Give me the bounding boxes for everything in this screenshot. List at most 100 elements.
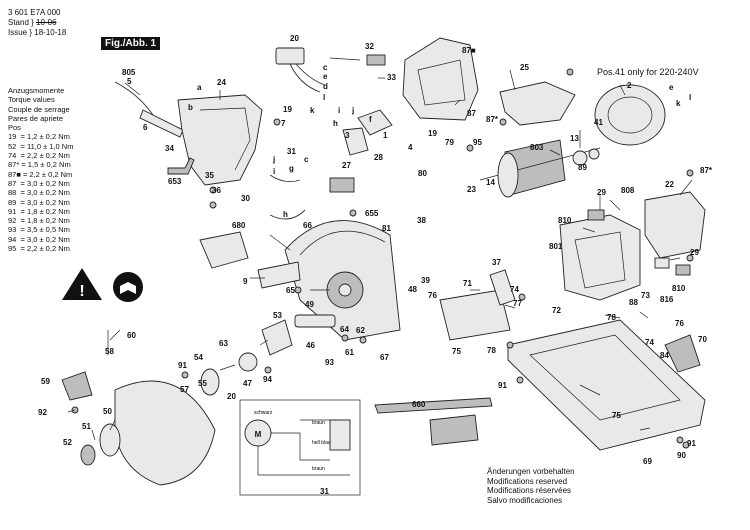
part-label: h bbox=[333, 119, 338, 128]
torque-title-fr: Couple de serrage bbox=[8, 104, 70, 114]
part-label: e bbox=[669, 83, 674, 92]
switch-module bbox=[329, 177, 355, 193]
part-label: 5 bbox=[127, 77, 132, 86]
motor-housing-ring bbox=[594, 84, 666, 146]
switch-trigger bbox=[357, 109, 393, 136]
part-label: 9 bbox=[243, 277, 248, 286]
part-label: 81 bbox=[382, 224, 391, 233]
part-label: l bbox=[323, 93, 325, 102]
parallel-guide-bar bbox=[374, 397, 493, 414]
sealing-ring bbox=[200, 368, 220, 396]
torque-title-es: Pares de apriete bbox=[8, 113, 64, 123]
carbon-brush-2 bbox=[675, 264, 691, 276]
part-label: 61 bbox=[345, 348, 354, 357]
footer-notes: Änderungen vorbehalten Modifications res… bbox=[487, 467, 575, 505]
part-label: 52 bbox=[63, 438, 72, 447]
part-label: 94 bbox=[263, 375, 272, 384]
part-label: 69 bbox=[643, 457, 652, 466]
part-label: l bbox=[689, 93, 691, 102]
part-label: 20 bbox=[227, 392, 236, 401]
part-label: 28 bbox=[374, 153, 383, 162]
field-stator bbox=[559, 214, 641, 301]
part-label: i bbox=[338, 106, 340, 115]
part-label: e bbox=[323, 72, 328, 81]
part-label: i bbox=[273, 167, 275, 176]
part-label: j bbox=[351, 106, 354, 115]
part-label: 87■ bbox=[462, 46, 476, 55]
stand-label: Stand bbox=[8, 18, 29, 27]
part-label: 75 bbox=[612, 411, 621, 420]
torque-row: 94 = 3,0 ± 0,2 Nm bbox=[8, 234, 70, 244]
part-label: 13 bbox=[570, 134, 579, 143]
part-label: 660 bbox=[412, 400, 426, 409]
bearing-ring bbox=[238, 352, 258, 372]
part-label: 90 bbox=[677, 451, 686, 460]
torque-title-en: Torque values bbox=[8, 95, 55, 105]
part-label: 80 bbox=[418, 169, 427, 178]
part-label: 76 bbox=[675, 319, 684, 328]
part-label: 39 bbox=[421, 276, 430, 285]
clamping-nut bbox=[80, 444, 96, 466]
torque-title-de: Anzugsmomente bbox=[8, 86, 65, 95]
field-stator-inner bbox=[574, 231, 626, 289]
bearing-flange bbox=[261, 319, 293, 356]
footer-line: Modifications reserved bbox=[487, 476, 568, 486]
part-label: 34 bbox=[165, 144, 174, 153]
part-label: 2 bbox=[627, 81, 632, 90]
part-label: k bbox=[310, 106, 315, 115]
part-label: 27 bbox=[342, 161, 351, 170]
guard-lever bbox=[61, 371, 93, 401]
hex-key bbox=[167, 157, 195, 175]
torque-row: 52 = 11,0 ± 1,0 Nm bbox=[8, 141, 74, 151]
book-glyph-icon bbox=[120, 282, 136, 294]
issue-label: Issue bbox=[8, 28, 28, 37]
torque-row: 87 = 3,0 ± 0,2 Nm bbox=[8, 178, 70, 188]
wire-label-brown: braun bbox=[312, 420, 325, 426]
part-label: 60 bbox=[127, 331, 136, 340]
part-label: 57 bbox=[180, 385, 189, 394]
carbon-brush bbox=[587, 209, 605, 221]
part-label: 810 bbox=[558, 216, 572, 225]
part-label: a bbox=[197, 83, 202, 92]
footer-line: Änderungen vorbehalten bbox=[487, 467, 575, 476]
part-label: 78 bbox=[487, 346, 496, 355]
part-label: 808 bbox=[621, 186, 635, 195]
document-header: 3 601 E7A 000 Stand } 10-06 Issue } 18-1… bbox=[8, 8, 66, 38]
part-label: 33 bbox=[387, 73, 396, 82]
part-label: 32 bbox=[365, 42, 374, 51]
guard-plate bbox=[257, 261, 301, 289]
part-label: d bbox=[323, 82, 328, 91]
leader-lines bbox=[67, 57, 693, 441]
base-plate-cutout bbox=[529, 334, 681, 421]
dust-nozzle bbox=[199, 231, 249, 269]
part-label: 19 bbox=[283, 105, 292, 114]
issue-value: 18-10-18 bbox=[34, 28, 67, 37]
part-label: 31 bbox=[320, 487, 329, 496]
part-label: 74 bbox=[645, 338, 654, 347]
part-label: 59 bbox=[41, 377, 50, 386]
part-label: 92 bbox=[38, 408, 47, 417]
bevel-bracket bbox=[439, 289, 511, 341]
switch-lock bbox=[342, 127, 369, 156]
torque-table: Anzugsmomente Torque values Couple de se… bbox=[8, 86, 73, 253]
brush-holder bbox=[654, 257, 670, 269]
fan-cover bbox=[499, 81, 576, 126]
part-label: 70 bbox=[698, 335, 707, 344]
part-label: 67 bbox=[380, 353, 389, 362]
part-label: 73 bbox=[641, 291, 650, 300]
switch-wires bbox=[269, 174, 306, 220]
part-label: 55 bbox=[198, 379, 207, 388]
part-label: 63 bbox=[219, 339, 228, 348]
bearing bbox=[572, 150, 588, 166]
warning-exclamation-icon: ! bbox=[79, 283, 84, 300]
part-label: 89 bbox=[578, 163, 587, 172]
part-label: b bbox=[188, 103, 193, 112]
wiring-schematic-frame bbox=[239, 399, 361, 496]
motor-end-cover bbox=[644, 191, 706, 259]
part-label: 87* bbox=[486, 115, 499, 124]
part-label: 38 bbox=[417, 216, 426, 225]
clamp-part bbox=[366, 54, 386, 66]
part-label: 48 bbox=[408, 285, 417, 294]
part-label: f bbox=[369, 115, 372, 124]
